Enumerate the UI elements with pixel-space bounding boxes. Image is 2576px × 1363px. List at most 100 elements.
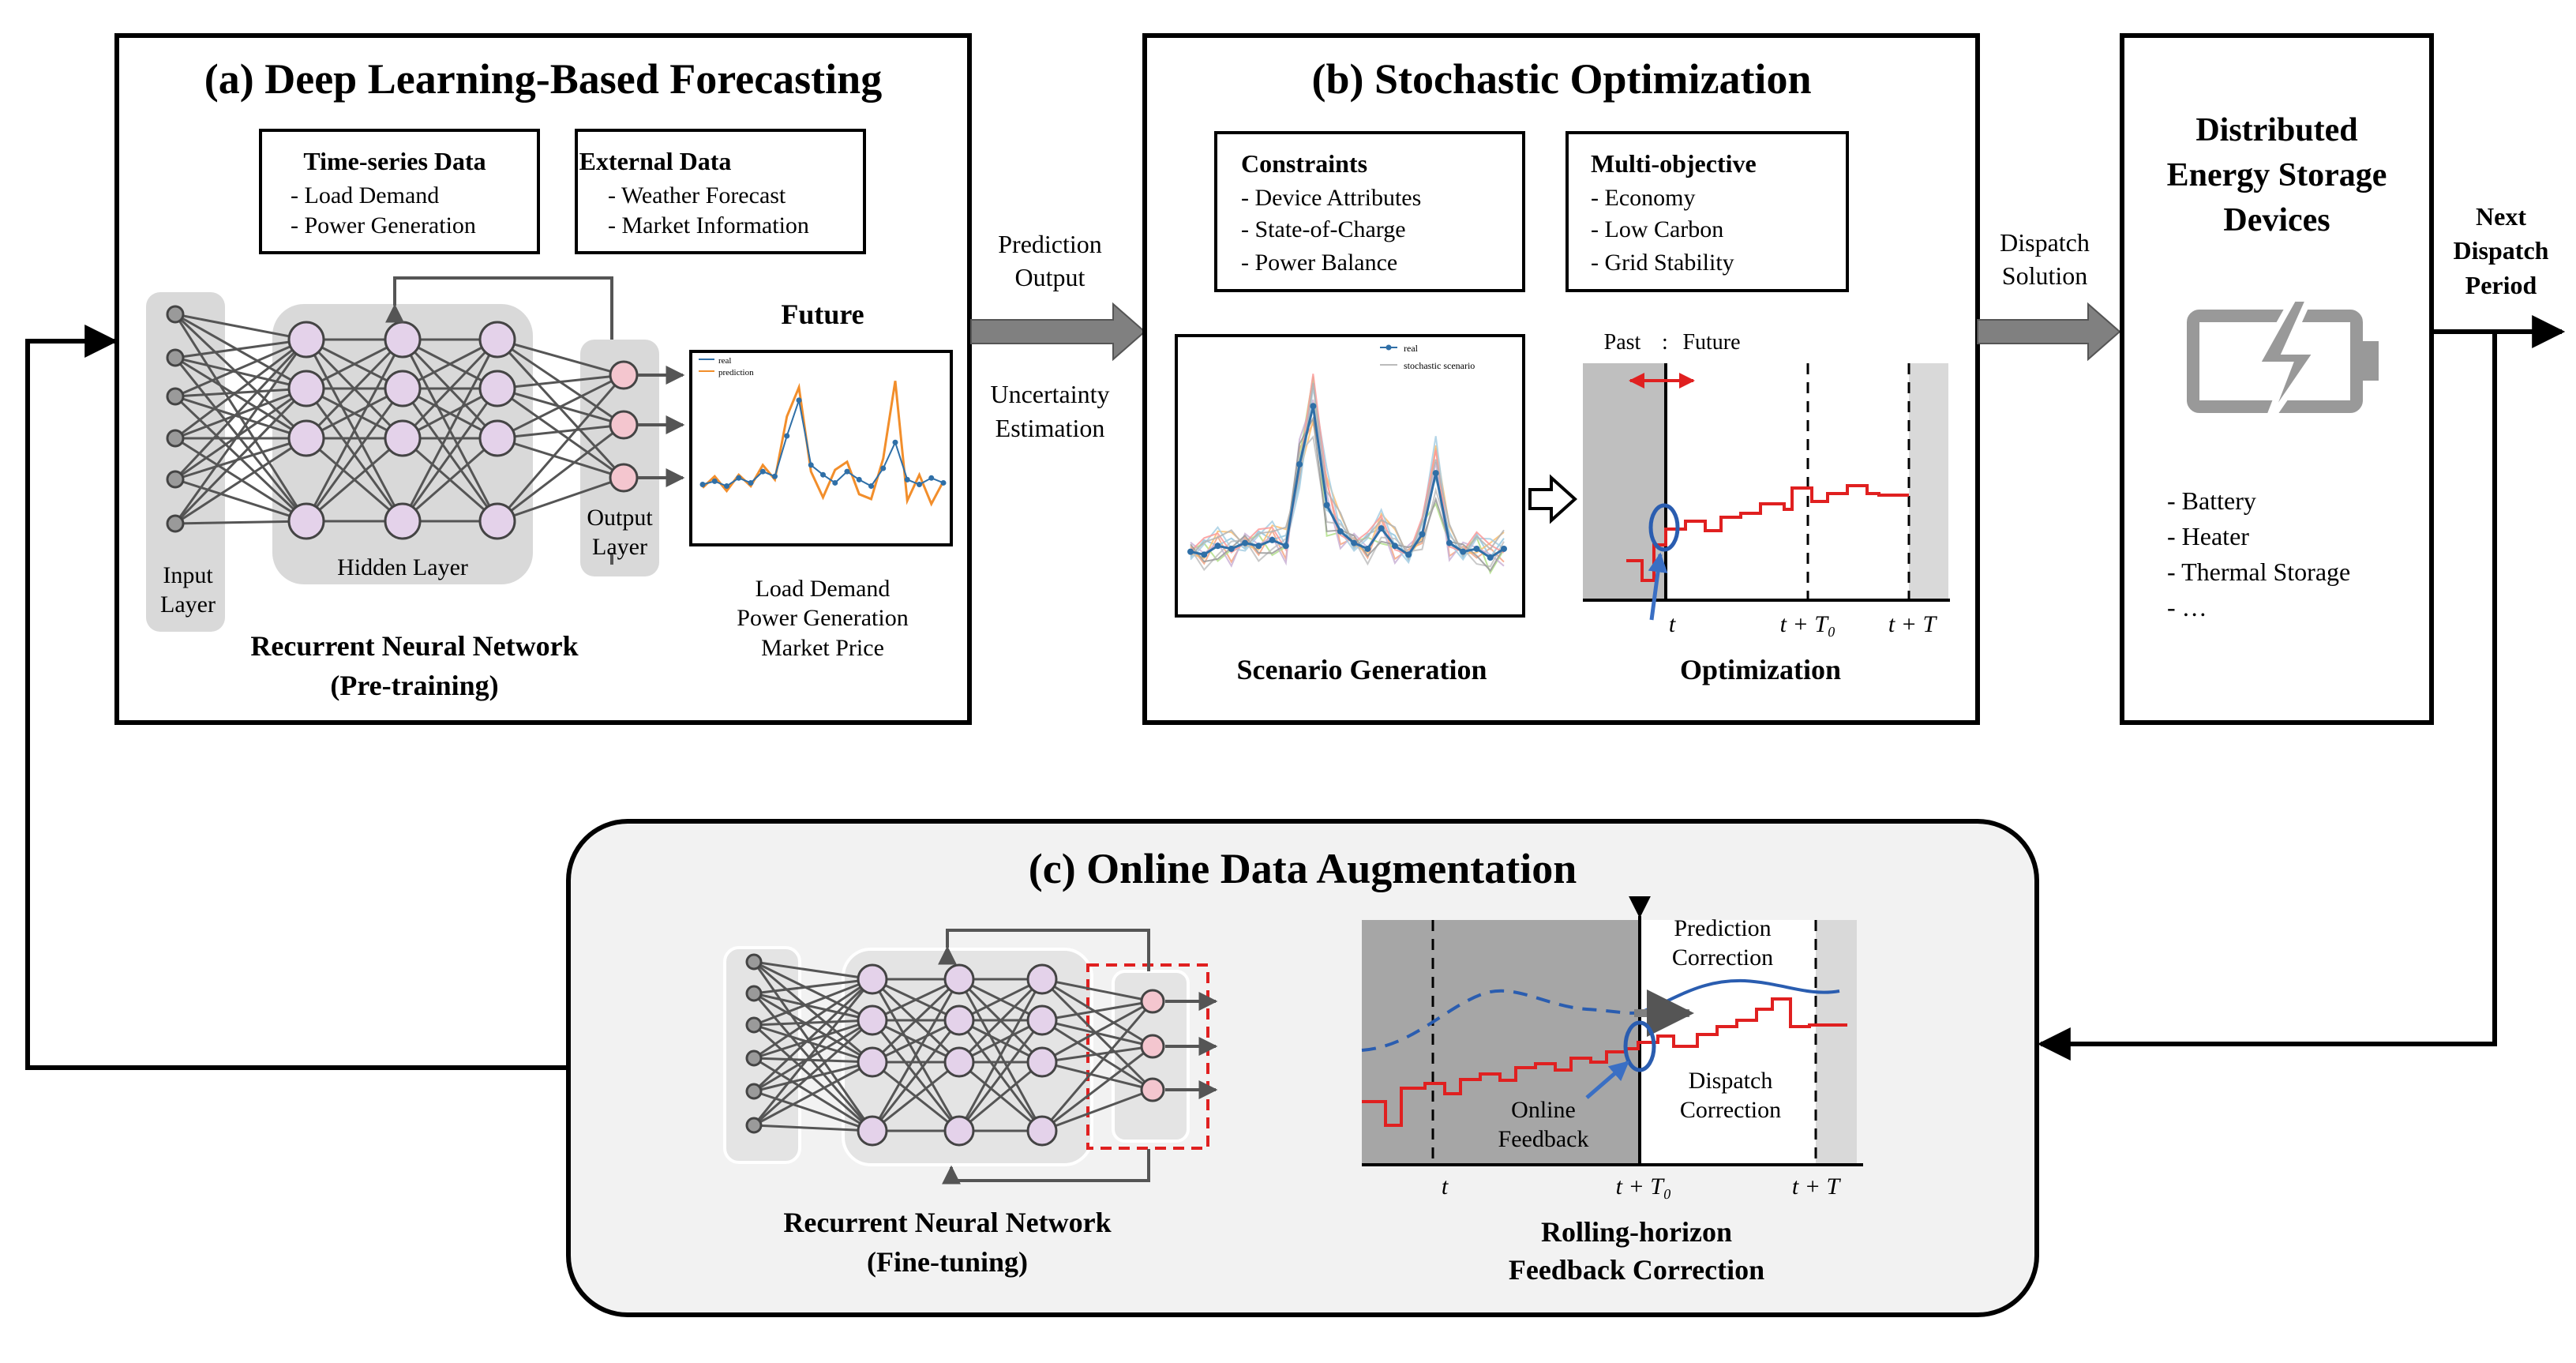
input-layer-label: Input <box>163 562 213 588</box>
constraints-item: - State-of-Charge <box>1241 216 1406 242</box>
big-arrow <box>1977 302 2121 362</box>
stochastic-scenario-line <box>1190 378 1505 563</box>
future-region-c <box>1816 920 1857 1165</box>
recurrent-arrow-c-bottom <box>942 1149 1150 1185</box>
nn-connection <box>174 520 307 525</box>
input-node <box>166 348 185 367</box>
feedback-ellipse <box>1623 1020 1656 1072</box>
real-data-point <box>796 397 802 404</box>
legend-real-a: real <box>718 356 731 366</box>
output-label: Market Price <box>761 635 884 661</box>
online-feedback-label: Feedback <box>1498 1126 1589 1152</box>
hidden-node <box>287 370 325 407</box>
nn-connection <box>958 978 1043 1022</box>
real-data-point <box>759 468 766 475</box>
storage-panel-border <box>2120 33 2434 725</box>
real-data-point <box>1487 554 1494 561</box>
hidden-node <box>1026 963 1058 995</box>
nn-connection <box>174 313 307 341</box>
nn-connection <box>174 313 307 390</box>
hollow-arrow <box>1528 474 1577 524</box>
nn-connection <box>496 338 625 479</box>
uncertainty-label: Estimation <box>996 414 1105 442</box>
real-data-point <box>699 482 706 487</box>
tick-t-c: t <box>1442 1173 1449 1200</box>
online-feedback-arrow <box>1585 1061 1629 1099</box>
prediction-dashed-curve <box>1361 989 1640 1052</box>
nn-connection <box>753 1023 873 1064</box>
legend-prediction-a: prediction <box>718 368 754 377</box>
panel-b-title: (b) Stochastic Optimization <box>1312 55 1812 103</box>
nn-connection <box>753 960 873 981</box>
arrow-a-to-b: Prediction Output Uncertainty Estimation <box>970 230 1146 442</box>
hidden-node <box>384 419 422 457</box>
rolling-caption: Feedback Correction <box>1509 1254 1764 1286</box>
nn-connection <box>401 338 499 440</box>
input-node <box>166 470 185 489</box>
nn-connection <box>871 1019 961 1132</box>
multiobjective-item: - Economy <box>1591 185 1695 211</box>
nn-connection <box>753 978 873 1060</box>
multiobjective-item: - Low Carbon <box>1591 216 1723 242</box>
hidden-node <box>287 419 325 457</box>
real-data-point <box>892 439 898 445</box>
rolling-horizon-chart: Prediction Correction Dispatch Correctio… <box>1361 896 1863 1200</box>
real-data-point <box>832 479 838 486</box>
nn-connection <box>174 339 308 524</box>
nn-connection <box>958 1019 1044 1132</box>
nn-connection <box>174 338 307 440</box>
recurrent-arrow-c-top <box>938 929 1150 971</box>
output-label: Power Generation <box>737 605 908 631</box>
real-data-point <box>748 479 754 486</box>
nn-connection <box>753 978 873 1027</box>
constraints-title: Constraints <box>1241 149 1367 178</box>
nn-connection <box>1041 1061 1153 1091</box>
input-node <box>166 305 185 324</box>
output-node <box>609 360 639 390</box>
nn-connection <box>496 374 625 522</box>
storage-item: - … <box>2167 593 2207 621</box>
optimization-chart: Past : Future t t + T₀ t + T <box>1583 330 1950 637</box>
hidden-node <box>857 1004 888 1036</box>
real-data-point <box>724 483 729 490</box>
legend-real-b: real <box>1404 343 1419 354</box>
input-node <box>166 429 185 448</box>
external-title: External Data <box>579 147 732 175</box>
nn-connection <box>497 423 624 440</box>
output-label: Load Demand <box>756 576 891 602</box>
output-node <box>1140 989 1165 1014</box>
nn-connection <box>1041 978 1153 1048</box>
nn-connection <box>753 1019 873 1093</box>
nn-connection <box>174 338 307 359</box>
panel-c-title: (c) Online Data Augmentation <box>1029 845 1577 892</box>
hidden-layer-label: Hidden Layer <box>337 554 468 580</box>
timeseries-title: Time-series Data <box>303 147 486 175</box>
timeseries-item: - Power Generation <box>291 212 476 238</box>
constraints-box <box>1214 131 1525 292</box>
nn-connection <box>872 1061 960 1132</box>
hidden-node <box>478 370 516 407</box>
output-layer-label: Layer <box>592 534 647 560</box>
nn-connection <box>1041 1000 1153 1022</box>
forecast-mini-chart <box>699 381 947 507</box>
nn-connection <box>753 1061 873 1127</box>
rolling-caption: Rolling-horizon <box>1541 1216 1732 1248</box>
current-point-ellipse <box>1648 503 1680 552</box>
output-node <box>1140 1034 1165 1059</box>
real-data-point <box>1460 548 1467 555</box>
real-data-point <box>1269 536 1276 543</box>
nn-connection <box>497 374 624 440</box>
input-node <box>166 387 185 406</box>
scenario-chart-frame <box>1175 334 1525 618</box>
constraints-item: - Device Attributes <box>1241 185 1421 211</box>
prediction-output-label: Prediction <box>998 230 1102 258</box>
scenario-caption: Scenario Generation <box>1237 654 1487 685</box>
real-data-point <box>1445 539 1453 546</box>
nn-connection <box>753 992 873 1064</box>
real-data-point <box>1432 470 1439 477</box>
nn-connection <box>401 388 499 522</box>
nn-connection <box>958 978 1044 1064</box>
nn-connection <box>305 338 404 440</box>
recurrent-arrow <box>385 276 613 340</box>
dispatch-solution-label: Solution <box>2002 261 2087 290</box>
